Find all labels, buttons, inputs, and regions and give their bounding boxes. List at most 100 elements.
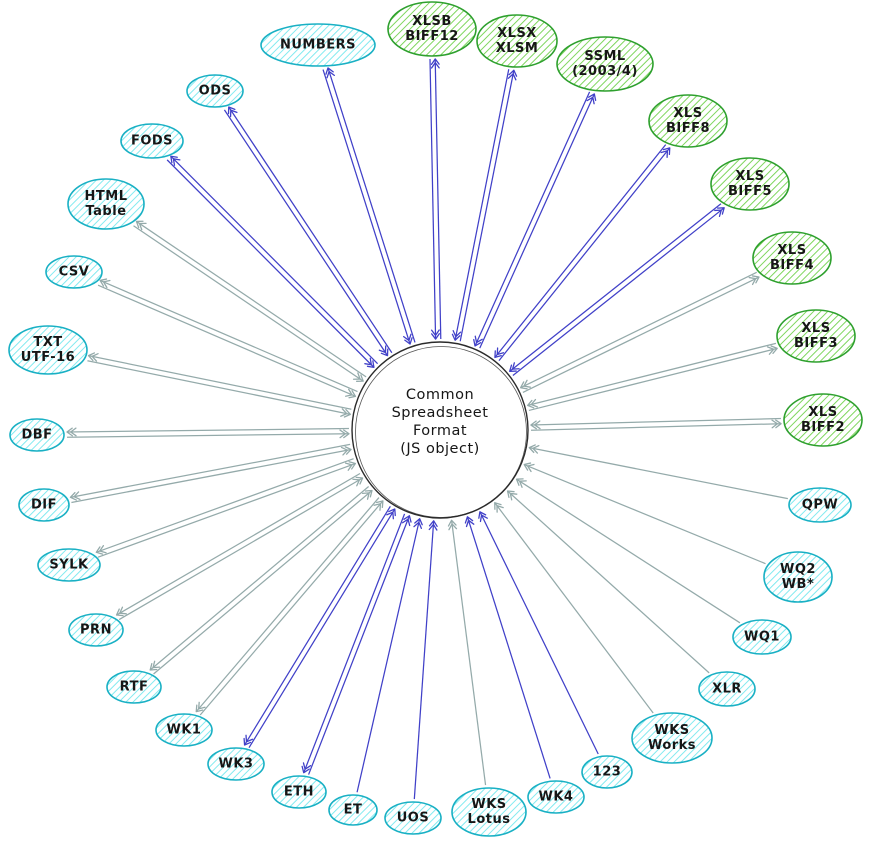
edge-out-line xyxy=(430,58,442,339)
edge-xlr xyxy=(506,490,710,674)
edge-in-line xyxy=(519,271,757,390)
center-label-line: Common xyxy=(406,387,474,403)
edge-out-line xyxy=(531,419,782,431)
format-ellipse xyxy=(476,14,558,68)
format-node-eth: ETH xyxy=(271,775,327,809)
edge-in-line xyxy=(133,225,364,382)
edge-wk1 xyxy=(195,497,384,716)
edge-in-line xyxy=(413,520,438,800)
edge-eth xyxy=(301,513,412,775)
format-node-qpw: QPW xyxy=(788,487,852,523)
edge-in-line xyxy=(248,508,396,749)
edge-xlsb-biff12 xyxy=(429,58,442,340)
format-node-rtf: RTF xyxy=(106,670,162,704)
edge-in-line xyxy=(97,461,357,558)
format-ellipse xyxy=(260,23,376,67)
format-node-fods: FODS xyxy=(120,123,184,159)
format-node-dif: DIF xyxy=(18,488,70,522)
edge-in-line xyxy=(67,429,350,439)
format-node-ods: ODS xyxy=(186,74,244,108)
edge-out-line xyxy=(149,486,370,671)
edge-xls-biff4 xyxy=(519,271,760,393)
edge-et xyxy=(356,518,423,793)
format-ellipse xyxy=(783,393,863,447)
format-label: Works xyxy=(648,738,696,753)
edge-in-line xyxy=(506,490,710,674)
format-ellipse xyxy=(37,548,101,582)
edge-out-line xyxy=(528,345,778,412)
edge-in-line xyxy=(527,342,777,409)
format-node-wk3: WK3 xyxy=(207,747,265,781)
format-ellipse xyxy=(752,231,832,285)
edge-123 xyxy=(478,511,599,755)
format-node-sylk: SYLK xyxy=(37,548,101,582)
edge-wk3 xyxy=(243,505,396,749)
format-ellipse xyxy=(106,670,162,704)
format-label: BIFF5 xyxy=(728,184,772,199)
format-node-uos: UOS xyxy=(384,801,442,835)
format-label: TXT xyxy=(33,335,62,350)
edge-in-line xyxy=(530,417,781,430)
format-ellipse xyxy=(155,713,213,747)
edge-in-line xyxy=(71,446,352,504)
format-label: CSV xyxy=(59,265,90,280)
format-label: BIFF8 xyxy=(666,121,710,136)
format-label: SYLK xyxy=(49,558,89,573)
format-label: UOS xyxy=(397,811,429,826)
edge-in-line xyxy=(515,478,741,624)
format-label: DIF xyxy=(31,498,57,513)
format-label: RTF xyxy=(120,680,149,695)
edge-out-line xyxy=(66,427,349,437)
format-label: (2003/4) xyxy=(572,64,638,79)
format-label: QPW xyxy=(802,498,838,513)
edge-in-line xyxy=(308,515,412,775)
edge-out-line xyxy=(115,472,361,617)
format-ellipse xyxy=(18,488,70,522)
format-ellipse xyxy=(698,671,756,707)
format-label: WQ2 xyxy=(780,562,816,577)
center-circle xyxy=(351,341,529,519)
edge-wq1 xyxy=(515,478,741,624)
format-label: WB* xyxy=(782,577,815,592)
format-label: XLS xyxy=(801,321,830,336)
format-label: ODS xyxy=(199,84,232,99)
format-label: HTML xyxy=(85,189,128,204)
format-label: XLS xyxy=(777,243,806,258)
edge-dbf xyxy=(66,427,350,439)
format-ellipse xyxy=(67,178,145,230)
format-ellipse xyxy=(556,36,654,92)
format-label: SSML xyxy=(584,49,625,64)
format-node-numbers: NUMBERS xyxy=(260,23,376,67)
edge-xls-biff5 xyxy=(509,203,725,376)
edge-out-line xyxy=(459,69,518,342)
edge-wks-works xyxy=(494,502,654,714)
edge-ods xyxy=(223,106,393,357)
format-label: WKS xyxy=(654,723,689,738)
format-ellipse xyxy=(271,775,327,809)
edge-in-line xyxy=(97,284,357,399)
format-node-ssml-2003-4: SSML(2003/4) xyxy=(556,36,654,92)
format-label: Table xyxy=(85,204,126,219)
edge-html-table xyxy=(133,220,367,382)
format-ellipse xyxy=(710,157,790,211)
edge-xlsx-xlsm xyxy=(451,69,518,342)
format-label: XLS xyxy=(735,169,764,184)
edge-in-line xyxy=(118,476,364,621)
edge-sylk xyxy=(95,458,357,558)
edge-rtf xyxy=(149,486,373,675)
center-label-line: Format xyxy=(413,423,467,439)
format-label: FODS xyxy=(131,134,173,149)
format-ellipse xyxy=(581,755,633,789)
format-ellipse xyxy=(776,309,856,363)
edge-in-line xyxy=(509,203,722,373)
edge-prn xyxy=(115,472,364,621)
format-ellipse xyxy=(763,551,833,603)
format-label: XLS xyxy=(808,405,837,420)
